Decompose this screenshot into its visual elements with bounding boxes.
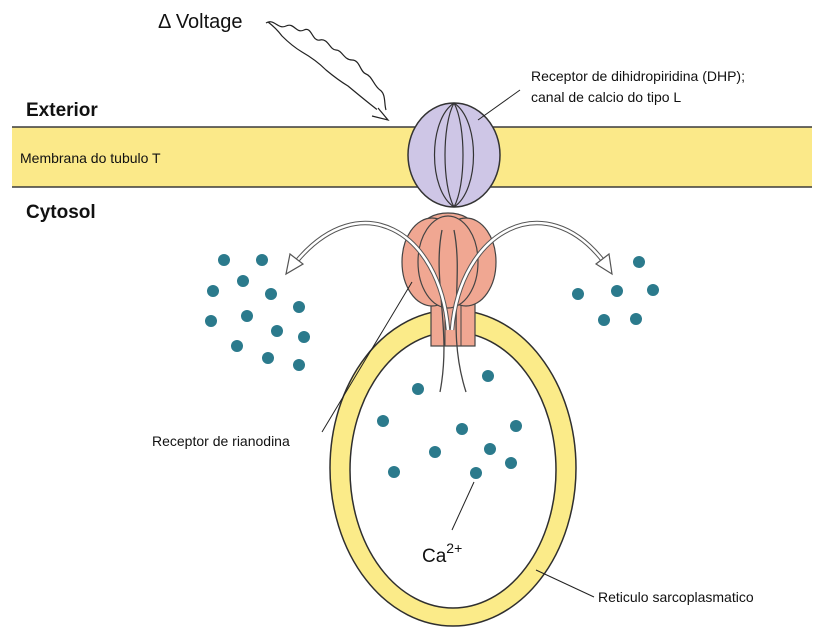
calcium-ion (572, 288, 584, 300)
calcium-ion (293, 301, 305, 313)
wavy-arrow-icon (266, 22, 388, 120)
calcium-ion (241, 310, 253, 322)
calcium-ion (205, 315, 217, 327)
calcium-ion (388, 466, 400, 478)
calcium-ion (298, 331, 310, 343)
calcium-ion (611, 285, 623, 297)
calcium-ion (456, 423, 468, 435)
dhp-leader-line (478, 90, 520, 120)
calcium-ion (231, 340, 243, 352)
cytosol-label: Cytosol (26, 202, 96, 223)
calcium-ion (484, 443, 496, 455)
calcium-ion (256, 254, 268, 266)
calcium-ion (598, 314, 610, 326)
calcium-ion (262, 352, 274, 364)
calcium-ion (412, 383, 424, 395)
calcium-ion (271, 325, 283, 337)
sarcoplasmic-reticulum-lumen (350, 332, 556, 608)
calcium-ion (293, 359, 305, 371)
membrane-label: Membrana do tubulo T (20, 150, 161, 166)
calcium-ion (633, 256, 645, 268)
sr-leader-line (536, 570, 594, 597)
calcium-label-charge: 2+ (446, 540, 462, 556)
calcium-ion (429, 446, 441, 458)
calcium-ion (630, 313, 642, 325)
voltage-label: Δ Voltage (158, 11, 243, 33)
sr-label: Reticulo sarcoplasmatico (598, 589, 754, 605)
exterior-label: Exterior (26, 100, 98, 121)
calcium-label-base: Ca (422, 546, 447, 567)
calcium-ion (207, 285, 219, 297)
ion-cluster-right (572, 256, 659, 326)
dhp-label-line2: canal de calcio do tipo L (531, 89, 681, 105)
ion-cluster-left (205, 254, 310, 371)
calcium-ion (218, 254, 230, 266)
calcium-ion (237, 275, 249, 287)
dhp-receptor (408, 103, 500, 207)
dhp-label-line1: Receptor de dihidropiridina (DHP); (531, 68, 745, 84)
calcium-ion (510, 420, 522, 432)
calcium-ion (265, 288, 277, 300)
dhp-body (408, 103, 500, 207)
calcium-ion (470, 467, 482, 479)
calcium-ion (482, 370, 494, 382)
ryanodine-label: Receptor de rianodina (152, 433, 290, 449)
ryanodine-receptor (402, 213, 496, 308)
calcium-ion (377, 415, 389, 427)
calcium-ion (505, 457, 517, 469)
calcium-ion (647, 284, 659, 296)
